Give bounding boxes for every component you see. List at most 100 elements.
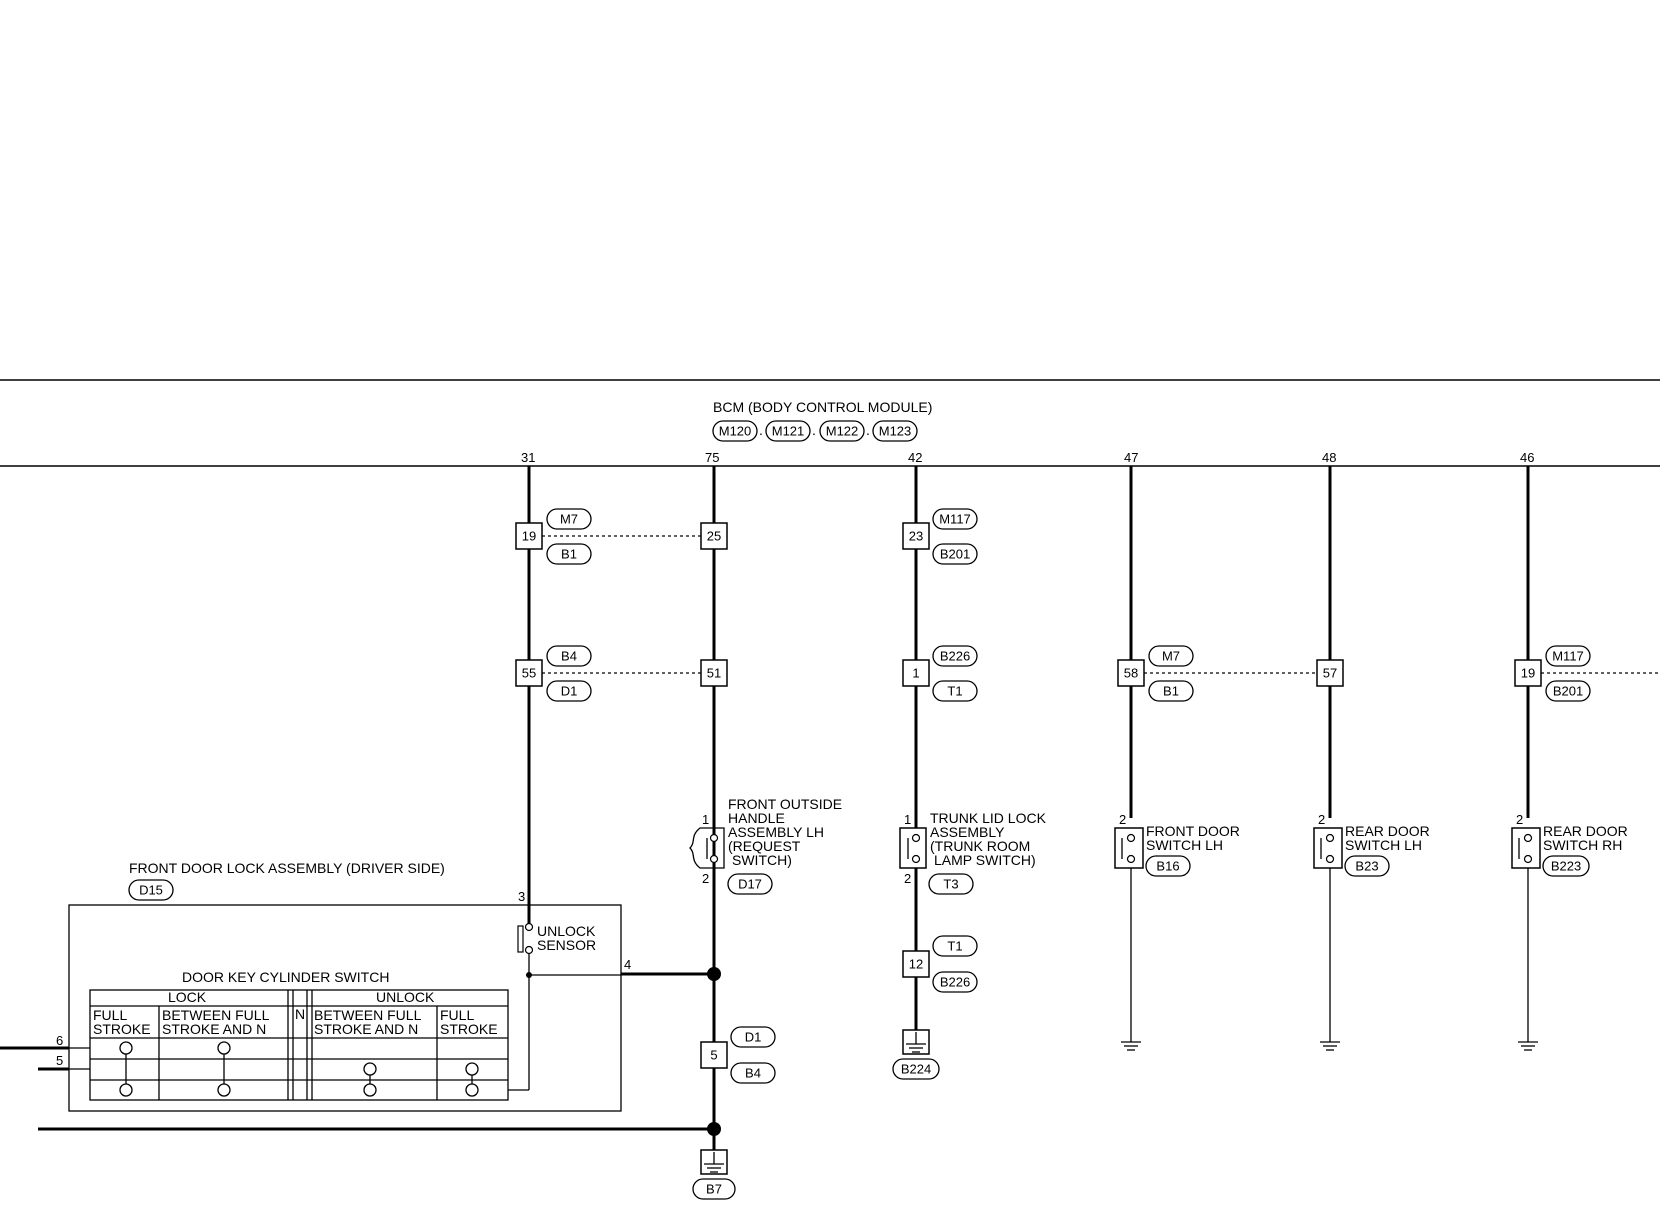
component-label-line: FRONT OUTSIDE	[728, 796, 842, 812]
bcm-title: BCM (BODY CONTROL MODULE)	[713, 399, 932, 415]
pill-label: B1	[561, 547, 577, 562]
bcm-connector-separator: .	[759, 422, 763, 438]
pill-label: M117	[1552, 649, 1584, 664]
key-switch-contacts	[119, 1041, 479, 1097]
connector-5-joint: 5	[700, 1041, 728, 1069]
pill-b4-joint: B4	[730, 1062, 776, 1084]
connector-19-row2: 19	[1514, 659, 1542, 687]
bcm-pin: 47	[1124, 450, 1138, 465]
junction-dot	[707, 1122, 721, 1136]
component-label-line: (REQUEST	[728, 838, 801, 854]
component-label-line: LAMP SWITCH)	[934, 852, 1036, 868]
pill-label: D17	[738, 877, 762, 892]
component-label-line: TRUNK LID LOCK	[930, 810, 1047, 826]
unlock-sensor-label: SENSOR	[537, 937, 596, 953]
pill-m7-row2: M7	[1148, 645, 1194, 667]
pill-t1-joint: T1	[932, 935, 978, 957]
pill-label: B23	[1355, 859, 1378, 874]
pin-label: 2	[1516, 812, 1523, 827]
rear-door-switch-rh	[1511, 827, 1541, 869]
connector-pin: 58	[1124, 666, 1138, 681]
bcm-connector-label: M123	[879, 424, 912, 439]
pill-t3: T3	[928, 873, 974, 895]
pill-b224: B224	[892, 1058, 940, 1080]
bcm-pin: 75	[705, 450, 719, 465]
pill-label: M7	[1162, 649, 1180, 664]
bcm-connector-label: M120	[719, 424, 752, 439]
unlock-sensor-switch	[517, 905, 534, 1090]
pill-label: B1	[1163, 684, 1179, 699]
pill-label: B201	[1553, 684, 1583, 699]
pin-label: 2	[1318, 812, 1325, 827]
pill-m7: M7	[546, 508, 592, 530]
bcm-connector-separator: .	[812, 422, 816, 438]
bcm-connector-label: M122	[826, 424, 859, 439]
connector-51-row2: 51	[700, 659, 728, 687]
pill-label: B4	[745, 1066, 761, 1081]
pin-label: 1	[702, 812, 709, 827]
front-outside-handle-label: FRONT OUTSIDE HANDLE ASSEMBLY LH (REQUES…	[728, 796, 842, 868]
component-label-line: (TRUNK ROOM	[930, 838, 1030, 854]
pill-d17: D17	[727, 873, 773, 895]
key-switch-col-header: STROKE AND N	[314, 1021, 418, 1037]
connector-pin: 55	[522, 666, 536, 681]
pill-b226: B226	[932, 645, 978, 667]
trunk-lid-label: TRUNK LID LOCK ASSEMBLY (TRUNK ROOM LAMP…	[930, 810, 1047, 868]
junction-dot	[707, 967, 721, 981]
pill-b1: B1	[546, 543, 592, 565]
pill-label: B224	[901, 1062, 931, 1077]
pin-label: 5	[56, 1053, 63, 1068]
key-switch-col-header: BETWEEN FULL	[162, 1007, 270, 1023]
connector-pin: 51	[707, 666, 721, 681]
connector-1-row2: 1	[902, 659, 930, 687]
key-switch-table	[89, 989, 509, 1101]
pill-b201: B201	[932, 543, 978, 565]
pill-m117: M117	[932, 508, 978, 530]
component-label-line: SWITCH RH	[1543, 837, 1622, 853]
connector-55-row2: 55	[515, 659, 543, 687]
component-label-line: SWITCH)	[732, 852, 792, 868]
connector-pin: 1	[912, 666, 919, 681]
pill-b16: B16	[1145, 855, 1191, 877]
connector-58-row2: 58	[1117, 659, 1145, 687]
pill-label: D15	[139, 883, 163, 898]
bcm-connector-separator: .	[866, 422, 870, 438]
connector-12-joint: 12	[902, 950, 930, 978]
connector-23-row1: 23	[902, 522, 930, 550]
bcm-pin: 46	[1520, 450, 1534, 465]
bcm-connectors: M120 . M121 . M122 . M123	[712, 420, 918, 442]
connector-pin: 23	[909, 529, 923, 544]
pill-label: B226	[940, 649, 970, 664]
ground-b224-icon	[902, 1029, 930, 1055]
connector-pin: 12	[909, 957, 923, 972]
rear-door-switch-lh	[1313, 827, 1343, 869]
pill-b223: B223	[1542, 855, 1590, 877]
component-label-line: REAR DOOR	[1345, 823, 1430, 839]
connector-pin: 25	[707, 529, 721, 544]
pin-label: 6	[56, 1033, 63, 1048]
pill-label: B201	[940, 547, 970, 562]
pill-label: D1	[561, 684, 578, 699]
connector-pin: 19	[1521, 666, 1535, 681]
pill-label: B16	[1156, 859, 1179, 874]
pill-label: B226	[940, 975, 970, 990]
pill-label: B4	[561, 649, 577, 664]
connector-pin: 57	[1323, 666, 1337, 681]
pin-label: 2	[702, 871, 709, 886]
key-switch-col-header: STROKE	[93, 1021, 151, 1037]
ground-b7-icon	[700, 1149, 728, 1175]
pill-d1-joint: D1	[730, 1026, 776, 1048]
ground-icon	[1518, 1041, 1538, 1051]
bcm-connector-label: M121	[772, 424, 805, 439]
key-switch-title: DOOR KEY CYLINDER SWITCH	[182, 969, 389, 985]
pill-label: B7	[706, 1182, 722, 1197]
key-switch-col-header: FULL	[93, 1007, 127, 1023]
pill-b23: B23	[1344, 855, 1390, 877]
key-switch-col-header: FULL	[440, 1007, 474, 1023]
key-switch-unlock-header: UNLOCK	[376, 989, 435, 1005]
pill-label: M7	[560, 512, 578, 527]
component-label-line: HANDLE	[728, 810, 785, 826]
key-switch-col-header: STROKE	[440, 1021, 498, 1037]
pill-b226-joint: B226	[932, 971, 978, 993]
